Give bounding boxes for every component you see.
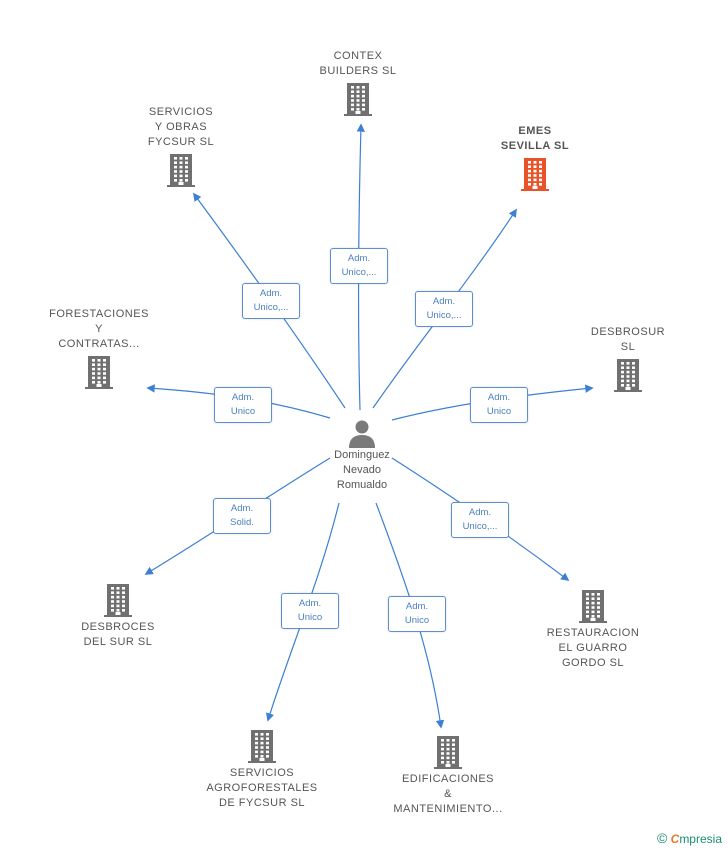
- person-name-line: Dominguez: [334, 449, 390, 461]
- role-label-restauracion[interactable]: Adm. Unico,...: [451, 502, 509, 538]
- company-name-line: SEVILLA SL: [500, 140, 570, 152]
- company-node-desbrosur[interactable]: DESBROSUR SL: [553, 325, 703, 395]
- role-label-line: Unico: [404, 615, 430, 626]
- role-label-line: Unico: [486, 406, 512, 417]
- company-name-line: GORDO SL: [561, 657, 625, 669]
- company-name-line: Y OBRAS: [154, 121, 208, 133]
- building-icon: [614, 359, 642, 392]
- company-node-contex-builders[interactable]: CONTEX BUILDERS SL: [283, 49, 433, 119]
- role-label-line: Adm.: [230, 503, 254, 514]
- empresia-watermark[interactable]: © Cmpresia: [657, 830, 722, 846]
- person-name-line: Romualdo: [336, 479, 388, 491]
- brand-initial: C: [670, 832, 680, 846]
- company-name-line: &: [444, 788, 452, 800]
- building-icon: [521, 158, 549, 191]
- role-label-servicios-obras[interactable]: Adm. Unico,...: [242, 283, 300, 319]
- company-node-forestaciones-contratas[interactable]: FORESTACIONES Y CONTRATAS...: [24, 307, 174, 392]
- role-label-line: Unico,...: [426, 310, 462, 321]
- company-name-line: DESBROCES: [81, 621, 155, 633]
- building-icon: [579, 590, 607, 623]
- role-label-servicios-agro[interactable]: Adm. Unico: [281, 593, 339, 629]
- role-label-desbrosur[interactable]: Adm. Unico: [470, 387, 528, 423]
- role-label-line: Unico: [230, 406, 256, 417]
- company-name-line: CONTEX: [333, 50, 383, 62]
- role-label-emes[interactable]: Adm. Unico,...: [415, 291, 473, 327]
- company-node-servicios-agroforestales[interactable]: SERVICIOS AGROFORESTALES DE FYCSUR SL: [187, 726, 337, 811]
- company-name-line: Y: [95, 323, 103, 335]
- role-label-line: Adm.: [259, 288, 283, 299]
- company-name-line: SERVICIOS: [229, 767, 295, 779]
- role-label-line: Unico,...: [341, 267, 377, 278]
- person-node[interactable]: Dominguez Nevado Romualdo: [310, 418, 414, 493]
- role-label-line: Adm.: [468, 507, 492, 518]
- role-label-desbroces[interactable]: Adm. Solid.: [213, 498, 271, 534]
- role-label-line: Unico,...: [462, 521, 498, 532]
- role-label-line: Solid.: [230, 517, 254, 528]
- company-name-line: AGROFORESTALES: [206, 782, 318, 794]
- company-name-line: FYCSUR SL: [147, 136, 215, 148]
- building-icon: [167, 154, 195, 187]
- company-node-servicios-obras-fycsur[interactable]: SERVICIOS Y OBRAS FYCSUR SL: [106, 105, 256, 190]
- role-label-line: Unico: [297, 612, 323, 623]
- company-name-line: EDIFICACIONES: [401, 773, 495, 785]
- company-name-line: BUILDERS SL: [319, 65, 397, 77]
- role-label-edificaciones[interactable]: Adm. Unico: [388, 596, 446, 632]
- building-icon: [434, 736, 462, 769]
- role-label-line: Adm.: [487, 392, 511, 403]
- company-node-edificaciones-mantenimiento[interactable]: EDIFICACIONES & MANTENIMIENTO...: [373, 732, 523, 817]
- company-name-line: SL: [620, 341, 636, 353]
- person-name-line: Nevado: [343, 464, 381, 476]
- company-node-emes-sevilla[interactable]: EMES SEVILLA SL: [460, 124, 610, 194]
- company-name-line: SERVICIOS: [148, 106, 214, 118]
- company-name-line: EL GUARRO: [558, 642, 628, 654]
- company-name-line: FORESTACIONES: [49, 308, 149, 320]
- role-label-contex[interactable]: Adm. Unico,...: [330, 248, 388, 284]
- company-name-line: CONTRATAS...: [58, 338, 140, 350]
- role-label-line: Adm.: [347, 253, 371, 264]
- role-label-line: Adm.: [298, 598, 322, 609]
- person-icon: [349, 420, 375, 448]
- building-icon: [248, 730, 276, 763]
- role-label-line: Adm.: [231, 392, 255, 403]
- company-node-desbroces-del-sur[interactable]: DESBROCES DEL SUR SL: [43, 580, 193, 650]
- role-label-forestaciones[interactable]: Adm. Unico: [214, 387, 272, 423]
- role-label-line: Adm.: [432, 296, 456, 307]
- company-name-line: DEL SUR SL: [83, 636, 153, 648]
- copyright-icon: ©: [656, 830, 668, 846]
- brand-name: mpresia: [679, 832, 722, 846]
- company-node-restauracion-el-guarro-gordo[interactable]: RESTAURACION EL GUARRO GORDO SL: [518, 586, 668, 671]
- role-label-line: Adm.: [405, 601, 429, 612]
- company-name-line: DESBROSUR: [590, 326, 666, 338]
- person-name: Dominguez Nevado Romualdo: [310, 448, 414, 493]
- role-label-line: Unico,...: [253, 302, 289, 313]
- building-icon: [344, 83, 372, 116]
- company-name-line: EMES: [518, 125, 552, 137]
- company-name-line: MANTENIMIENTO...: [393, 803, 503, 815]
- building-icon: [85, 356, 113, 389]
- company-name-line: RESTAURACION: [546, 627, 640, 639]
- company-name-line: DE FYCSUR SL: [218, 797, 306, 809]
- building-icon: [104, 584, 132, 617]
